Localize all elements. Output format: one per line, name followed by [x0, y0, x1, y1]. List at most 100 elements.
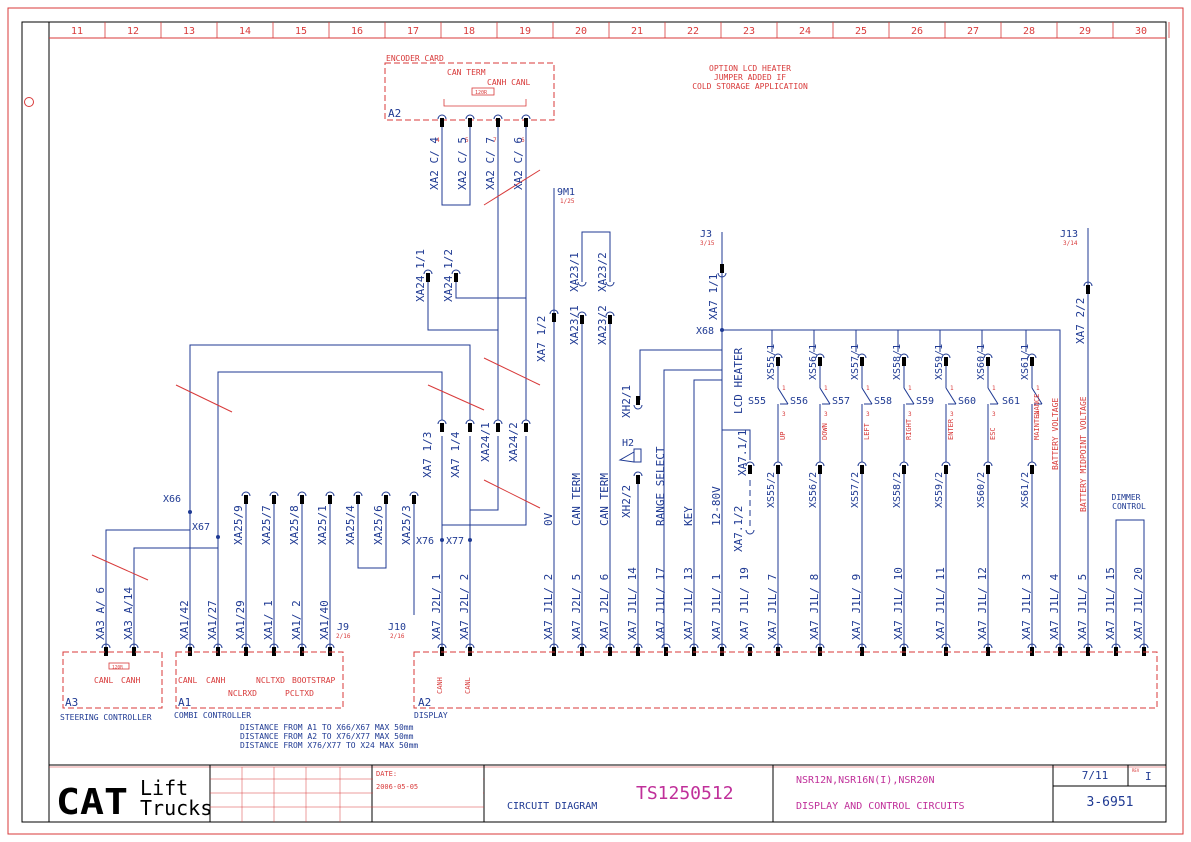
pin-label-a1: XA1/29 [234, 600, 247, 640]
wire-x67-loop [217, 371, 443, 648]
wire-x66-loop [189, 344, 471, 648]
pin-icon [440, 118, 444, 127]
socket-icon [437, 114, 447, 120]
pin-icon [902, 465, 906, 474]
junction-x76 [440, 538, 444, 542]
encoder-pin-label: XA2 C/ 6 [512, 137, 525, 190]
a2-ref: A2 [418, 696, 431, 709]
outer-frame [7, 7, 1184, 835]
switch-function-label: ESC [989, 427, 997, 440]
pin-label-a2: XA7 J1L/ 3 [1020, 574, 1033, 640]
socket-icon [717, 272, 727, 278]
junctions [188, 328, 724, 542]
a2-box [413, 651, 1158, 709]
wire-label-can-term-1: CAN TERM [570, 473, 583, 526]
wire-x68-bus [722, 329, 1061, 648]
pin-icon [104, 647, 108, 656]
title-block: CAT Lift Trucks DATE: 2006-05-05 CIRCUIT… [49, 764, 1166, 823]
encoder-pin-num-4: 4 [436, 137, 440, 144]
socket-icon [773, 461, 783, 467]
zone-label: 25 [855, 26, 867, 37]
ref-j10: J10 [388, 622, 406, 633]
a3-canh: CANH [121, 676, 140, 685]
socket-icon [689, 643, 699, 649]
pin-label-xa7-1-4: XA7 1/4 [449, 431, 462, 478]
socket-icon [493, 419, 503, 425]
switch-name: S60 [958, 396, 976, 407]
socket-icon [773, 353, 783, 359]
switch-plug-1: XS59/1 [934, 344, 945, 380]
socket-icon [465, 419, 475, 425]
zone-label: 28 [1023, 26, 1035, 37]
switch-term-3: 3 [866, 411, 870, 418]
encoder-pin-num-7: 7 [493, 137, 497, 144]
socket-icon [815, 353, 825, 359]
switch-contact-icon [903, 387, 915, 405]
pin-icon [776, 465, 780, 474]
pin-icon [384, 495, 388, 504]
punch-hole-icon [24, 97, 34, 107]
ref-j10-sub: 2/16 [390, 633, 405, 640]
h2-buzzer [618, 448, 642, 463]
ref-9m1: 9M1 [557, 187, 575, 198]
socket-icon [577, 281, 587, 287]
pin-icon [300, 495, 304, 504]
pin-label-a1: XA1/42 [178, 600, 191, 640]
switch-contact-icon [861, 387, 873, 405]
pin-label-a3: XA3 A/ 6 [94, 587, 107, 640]
wire-encoder-loop [441, 124, 471, 206]
pin-label-xa7-1-3: XA7 1/3 [421, 432, 434, 478]
socket-icon [605, 311, 615, 317]
ref-j9-sub: 2/16 [336, 633, 351, 640]
pin-label-xa7-1-1b: XA7.1/1 [736, 430, 749, 476]
zone-ticks [104, 22, 1170, 38]
a1-box [175, 651, 344, 709]
zone-label: 17 [407, 26, 419, 37]
wire-label-battery-midpoint: BATTERY MIDPOINT VOLTAGE [1079, 396, 1088, 512]
socket-icon [633, 643, 643, 649]
wire-xa24-1-2 [455, 280, 526, 299]
pin-label-xa25: XA25/9 [232, 505, 245, 545]
pin-icon [944, 357, 948, 366]
pin-icon [426, 273, 430, 282]
switch-name: S56 [790, 396, 808, 407]
pin-label-xa23-2-top: XA23/2 [596, 252, 609, 292]
switch-contact-icon [777, 387, 789, 405]
pin-label-xa7-1-1: XA7 1/1 [707, 274, 720, 320]
switch-function-label: MAINTENANCE [1033, 394, 1041, 440]
ref-x67: X67 [192, 522, 210, 533]
rev-label: REV [1132, 768, 1140, 773]
twist-mark-6 [91, 554, 149, 581]
switch-name: S61 [1002, 396, 1020, 407]
pin-icon [860, 465, 864, 474]
zone-label: 21 [631, 26, 643, 37]
ref-x66: X66 [163, 494, 181, 505]
pin-label-a2: XA7 J1L/ 20 [1132, 567, 1145, 640]
pin-icon [244, 647, 248, 656]
socket-icon [185, 643, 195, 649]
socket-icon [899, 643, 909, 649]
a1-name: COMBI CONTROLLER [174, 711, 251, 720]
switch-plug-2: XS58/2 [892, 472, 903, 508]
a1-pcltxd: PCLTXD [285, 689, 314, 698]
reference-labels: 9M1 1/25 J3 3/15 J13 3/14 J9 2/16 J10 2/… [163, 187, 1078, 640]
pin-icon [1086, 647, 1090, 656]
switch-plug-2: XS60/2 [976, 472, 987, 508]
pin-label-a2: XA7 J1L/ 4 [1048, 573, 1061, 640]
switch-function-label: UP [779, 432, 787, 440]
encoder-resistor [471, 87, 495, 96]
wire-xa24-1-1 [427, 280, 498, 331]
pin-label-a2: XA7 J1L/ 17 [654, 567, 667, 640]
encoder-resistor-label: 120R [475, 90, 488, 96]
pin-label-xa25: XA25/8 [288, 505, 301, 545]
wire-xa25-4-6-loop [357, 500, 387, 569]
combi-controller-a1: CANL CANH NCLTXD BOOTSTRAP NCLRXD PCLTXD… [174, 651, 344, 720]
models: NSR12N,NSR16N(I),NSR20N [796, 775, 934, 786]
socket-icon [983, 461, 993, 467]
steering-controller-a3: 120R CANL CANH A3 STEERING CONTROLLER [60, 651, 163, 722]
pin-label-a2: XA7 J1L/ 15 [1104, 567, 1117, 640]
switch-function-label: LEFT [863, 422, 871, 440]
a2-name: DISPLAY [414, 711, 448, 720]
a1-ncltxd: NCLTXD [256, 676, 285, 685]
option-lcd-heater-note: OPTION LCD HEATER JUMPER ADDED IF COLD S… [692, 64, 808, 91]
